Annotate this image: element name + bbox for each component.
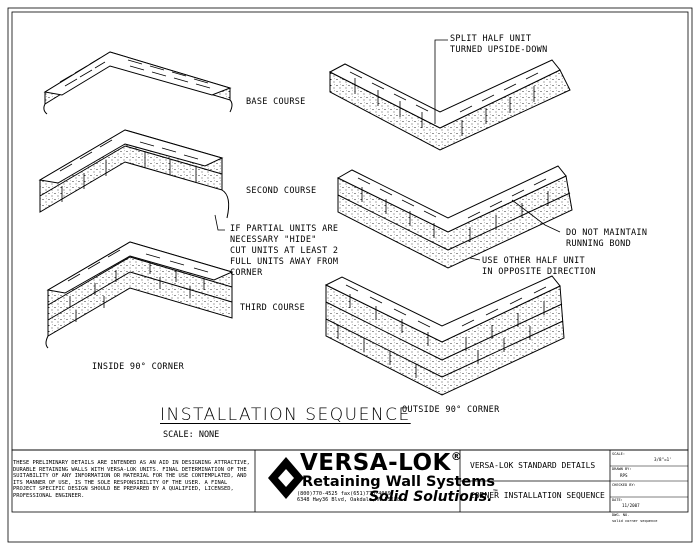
logo-contact: (800)770-4525 fax(651)770-4089 6348 Hwy3… (297, 491, 400, 503)
logo-trademark: ™ (492, 489, 499, 496)
outer-border (7, 7, 693, 543)
logo-brand-text: VERSA-LOK (300, 450, 451, 476)
tb-scale-value: 3/8"=1' (654, 457, 672, 462)
label-base-course: BASE COURSE (246, 97, 306, 107)
label-split-half-2: TURNED UPSIDE-DOWN (450, 45, 548, 55)
label-use-other-1: USE OTHER HALF UNIT (482, 256, 585, 266)
logo-tagline: Retaining Wall Systems (302, 474, 496, 490)
title-block-project: VERSA-LOK STANDARD DETAILS (470, 461, 596, 470)
leader-lines (214, 39, 561, 261)
outside-base-course (328, 59, 571, 151)
label-split-half-1: SPLIT HALF UNIT (450, 34, 532, 44)
logo-slogan-text: Solid Solutions. (369, 489, 493, 505)
versa-lok-logo-mark (268, 457, 304, 499)
outside-second-course (336, 165, 573, 269)
tb-checked-label: CHECKED BY: (612, 483, 636, 487)
label-inside-corner: INSIDE 90° CORNER (92, 362, 185, 372)
inside-second-course (38, 129, 230, 219)
inside-third-course (45, 241, 234, 349)
disclaimer-text: THESE PRELIMINARY DETAILS ARE INTENDED A… (13, 460, 250, 499)
tb-date-label: DATE: (612, 498, 623, 502)
tb-dwg-value: solid corner sequence (612, 519, 658, 523)
tb-drawn-label: DRAWN BY: (612, 467, 632, 471)
title-block-drawing: CORNER INSTALLATION SEQUENCE (470, 491, 605, 500)
inside-base-course (43, 51, 233, 115)
label-partial-2: NECESSARY "HIDE" (230, 235, 317, 245)
label-partial-5: CORNER (230, 268, 263, 278)
label-partial-4: FULL UNITS AWAY FROM (230, 257, 339, 267)
label-do-not-2: RUNNING BOND (566, 239, 632, 249)
logo-brand: VERSA-LOK® (300, 450, 462, 476)
logo-phone: (800)770-4525 fax(651)770-4089 (297, 491, 391, 497)
logo-slogan: Solid Solutions.™ (369, 489, 498, 505)
tb-drawn-value: RPS (620, 473, 628, 478)
drawing-title: INSTALLATION SEQUENCE (160, 405, 411, 425)
label-outside-corner: OUTSIDE 90° CORNER (402, 405, 500, 415)
outside-third-course (324, 275, 565, 396)
tb-date-value: 11/2007 (622, 503, 640, 508)
label-second-course: SECOND COURSE (246, 186, 317, 196)
label-do-not-1: DO NOT MAINTAIN (566, 228, 648, 238)
label-use-other-2: IN OPPOSITE DIRECTION (482, 267, 596, 277)
label-partial-1: IF PARTIAL UNITS ARE (230, 224, 339, 234)
logo-registered-mark: ® (450, 450, 463, 463)
label-partial-3: CUT UNITS AT LEAST 2 (230, 246, 339, 256)
tb-scale-label: SCALE: (612, 452, 625, 456)
drawing-scale: SCALE: NONE (163, 430, 220, 440)
label-third-course: THIRD COURSE (240, 303, 306, 313)
logo-address: 6348 Hwy36 Blvd, Oakdale,MN 55128 (297, 497, 401, 503)
tb-dwg-label: DWG. NO. (612, 513, 630, 517)
